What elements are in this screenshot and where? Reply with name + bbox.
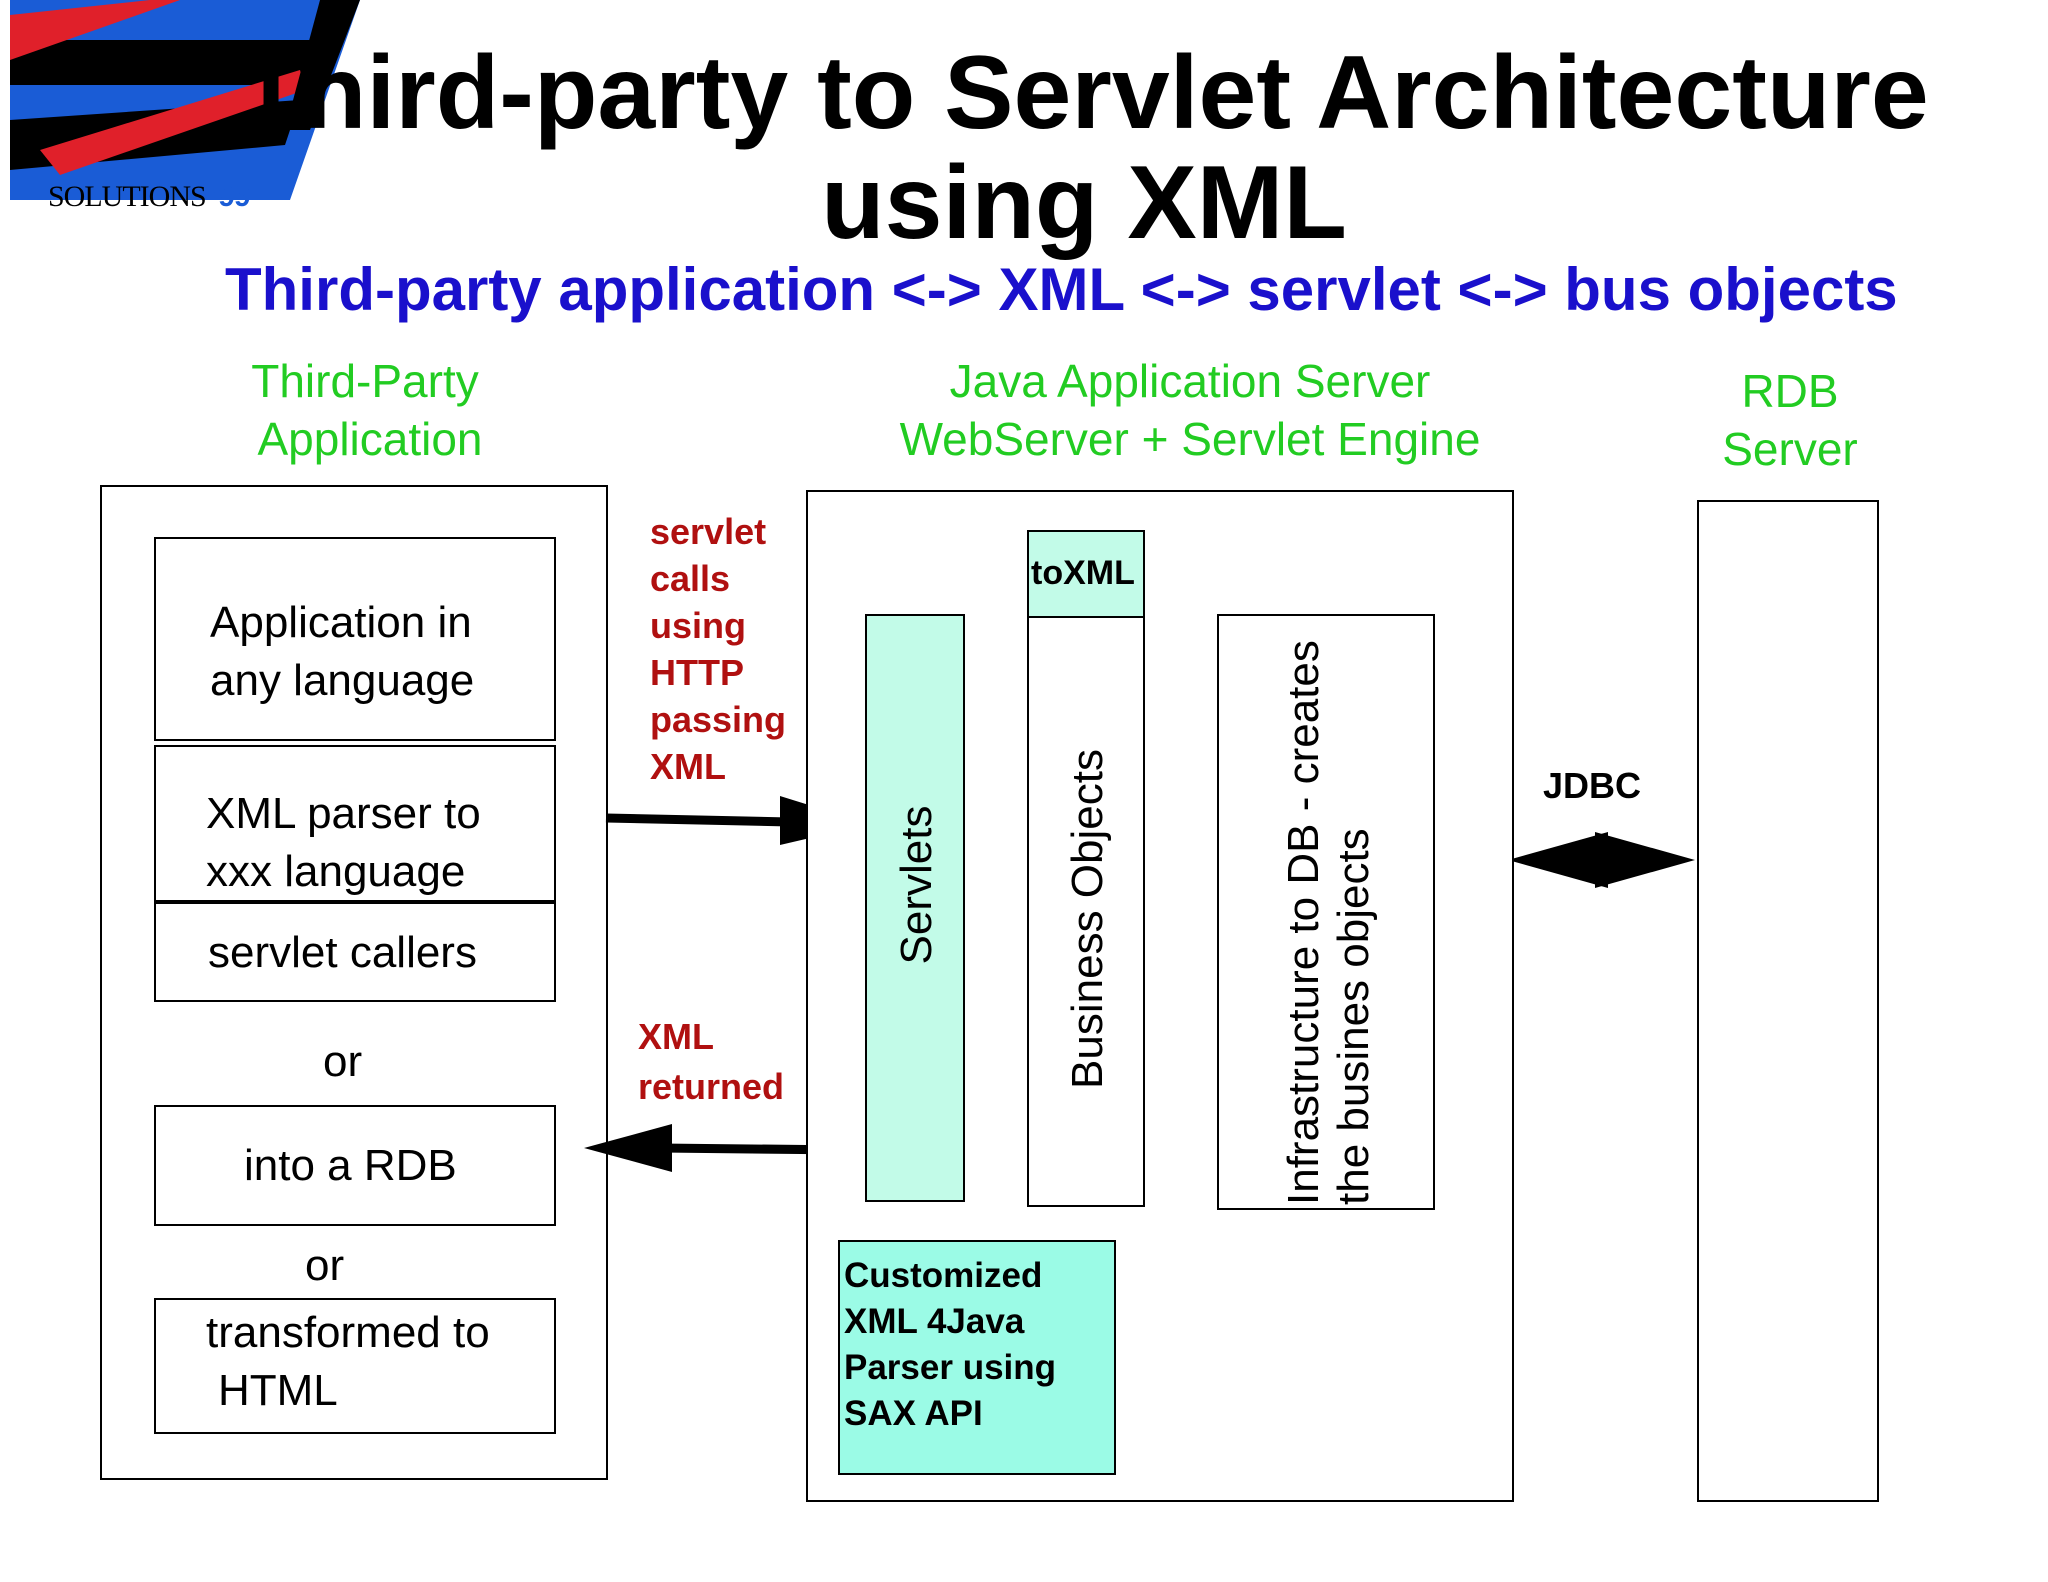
html-box: transformed to HTML — [154, 1298, 556, 1434]
parser-label-line2: XML 4Java — [844, 1302, 1025, 1341]
or-label-1: or — [323, 1037, 363, 1086]
html-box-line1: transformed to — [206, 1308, 490, 1357]
java-server-heading-line1: Java Application Server — [949, 355, 1431, 407]
application-box-text: Application in any language — [210, 594, 474, 710]
servlets-box: Servlets — [865, 614, 965, 1202]
request-label-line3: using — [650, 605, 746, 646]
java-server-heading: Java Application Server WebServer + Serv… — [880, 352, 1500, 468]
jdbc-label: JDBC — [1543, 765, 1642, 806]
rdb-server-heading: RDB Server — [1700, 362, 1880, 478]
solutions-logo: SOLUTIONS '99 — [0, 0, 370, 220]
xml-parser-box-line2: xxx language — [206, 847, 466, 896]
request-label-line5: passing — [650, 699, 787, 740]
application-box-line1: Application in — [210, 598, 472, 647]
rdb-server-heading-line1: RDB — [1741, 365, 1839, 417]
java-server-heading-line2: WebServer + Servlet Engine — [899, 413, 1481, 465]
third-party-heading-line2: Application — [257, 413, 483, 465]
page-subtitle: Third-party application <-> XML <-> serv… — [225, 256, 1898, 323]
html-box-line2: HTML — [218, 1366, 338, 1415]
infrastructure-label-line2: the busines objects — [1329, 828, 1378, 1205]
infrastructure-label-line1: Infrastructure to DB - creates — [1279, 640, 1328, 1205]
toxml-label: toXML — [1031, 554, 1135, 592]
response-arrow-label: XML returned — [638, 1012, 784, 1112]
logo-text: SOLUTIONS — [48, 180, 207, 213]
jdbc-double-arrow — [1508, 832, 1695, 888]
parser-label-line1: Customized — [844, 1256, 1043, 1295]
xml-parser-box-line1: XML parser to — [206, 789, 481, 838]
toxml-box: toXML — [1027, 530, 1145, 618]
servlet-callers-box-text: servlet callers — [208, 928, 477, 977]
page-title-line2: using XML — [821, 145, 1347, 261]
request-arrow-label: servlet calls using HTTP passing XML — [650, 508, 786, 790]
rdb-server-heading-line2: Server — [1722, 423, 1858, 475]
response-label-line1: XML — [638, 1016, 714, 1057]
or-label-2: or — [305, 1241, 345, 1290]
business-objects-label: Business Objects — [1063, 749, 1112, 1089]
request-label-line2: calls — [650, 558, 731, 599]
infrastructure-label: Infrastructure to DB - creates the busin… — [1279, 615, 1379, 1205]
third-party-heading-line1: Third-Party — [251, 355, 479, 407]
application-box-line2: any language — [210, 656, 475, 705]
application-box: Application in any language — [154, 537, 556, 741]
servlets-label: Servlets — [892, 805, 941, 965]
xml-parser-box: XML parser to xxx language — [154, 745, 556, 903]
into-rdb-box: into a RDB — [154, 1105, 556, 1226]
rdb-server-panel — [1697, 500, 1879, 1502]
page-title-line1: Third-party to Servlet Architecture — [239, 35, 1929, 151]
request-label-line4: HTTP — [650, 652, 744, 693]
xml4java-parser-label: Customized XML 4Java Parser using SAX AP… — [844, 1253, 1056, 1437]
third-party-heading: Third-Party Application — [240, 352, 490, 468]
servlet-callers-box: servlet callers — [154, 900, 556, 1002]
logo-year: '99 — [212, 180, 251, 213]
xml4java-parser-box: Customized XML 4Java Parser using SAX AP… — [838, 1240, 1116, 1475]
response-label-line2: returned — [638, 1066, 785, 1107]
request-label-line1: servlet — [650, 511, 767, 552]
business-objects-box: Business Objects — [1027, 612, 1145, 1207]
request-label-line6: XML — [650, 746, 726, 787]
infrastructure-box: Infrastructure to DB - creates the busin… — [1217, 614, 1435, 1210]
into-rdb-box-text: into a RDB — [244, 1141, 457, 1190]
logo-stripes-icon — [10, 0, 360, 200]
xml-parser-box-text: XML parser to xxx language — [206, 785, 481, 901]
parser-label-line3: Parser using — [844, 1348, 1057, 1387]
parser-label-line4: SAX API — [844, 1394, 983, 1433]
html-box-text: transformed to HTML — [206, 1304, 490, 1420]
